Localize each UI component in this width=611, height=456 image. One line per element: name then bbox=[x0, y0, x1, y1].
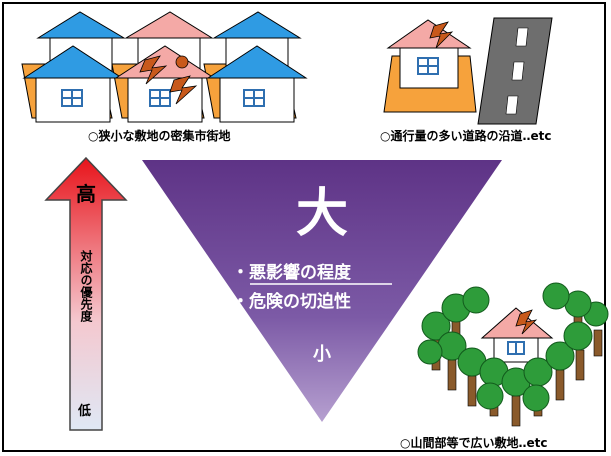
severity-triangle bbox=[142, 160, 502, 422]
triangle-item-severity: ・悪影響の程度 bbox=[232, 263, 351, 283]
priority-high-label: 高 bbox=[76, 182, 96, 206]
triangle-item-urgency: ・危険の切迫性 bbox=[232, 292, 351, 312]
priority-vertical-text: 対応の優先度 bbox=[79, 250, 93, 322]
forest-house-illustration bbox=[417, 282, 609, 427]
diagram-frame bbox=[2, 2, 606, 452]
caption-road-side: ○通行量の多い道路の沿道‥etc bbox=[380, 129, 552, 143]
caption-mountain: ○山間部等で広い敷地‥etc bbox=[400, 436, 548, 450]
triangle-large-label: 大 bbox=[295, 184, 348, 244]
roadside-house-illustration bbox=[383, 17, 553, 125]
priority-low-label: 低 bbox=[78, 404, 92, 419]
triangle-small-label: 小 bbox=[313, 344, 331, 365]
priority-arrow bbox=[44, 156, 128, 431]
caption-dense-area: ○狭小な敷地の密集市街地 bbox=[88, 129, 231, 143]
dense-houses-illustration bbox=[21, 11, 308, 123]
